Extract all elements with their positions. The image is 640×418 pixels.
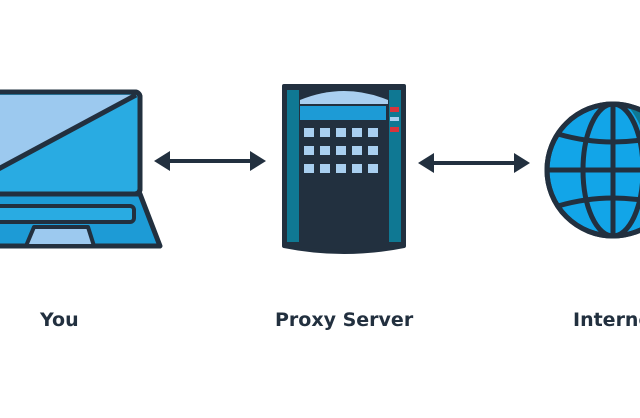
connection-arrow-proxy-internet	[418, 153, 530, 173]
globe-icon	[544, 101, 640, 239]
server-icon	[282, 84, 406, 254]
label-you: You	[40, 309, 79, 331]
label-proxy-server: Proxy Server	[275, 309, 414, 331]
laptop-icon	[0, 89, 163, 249]
connection-arrow-you-proxy	[154, 151, 266, 171]
label-internet: Internet	[573, 309, 640, 331]
